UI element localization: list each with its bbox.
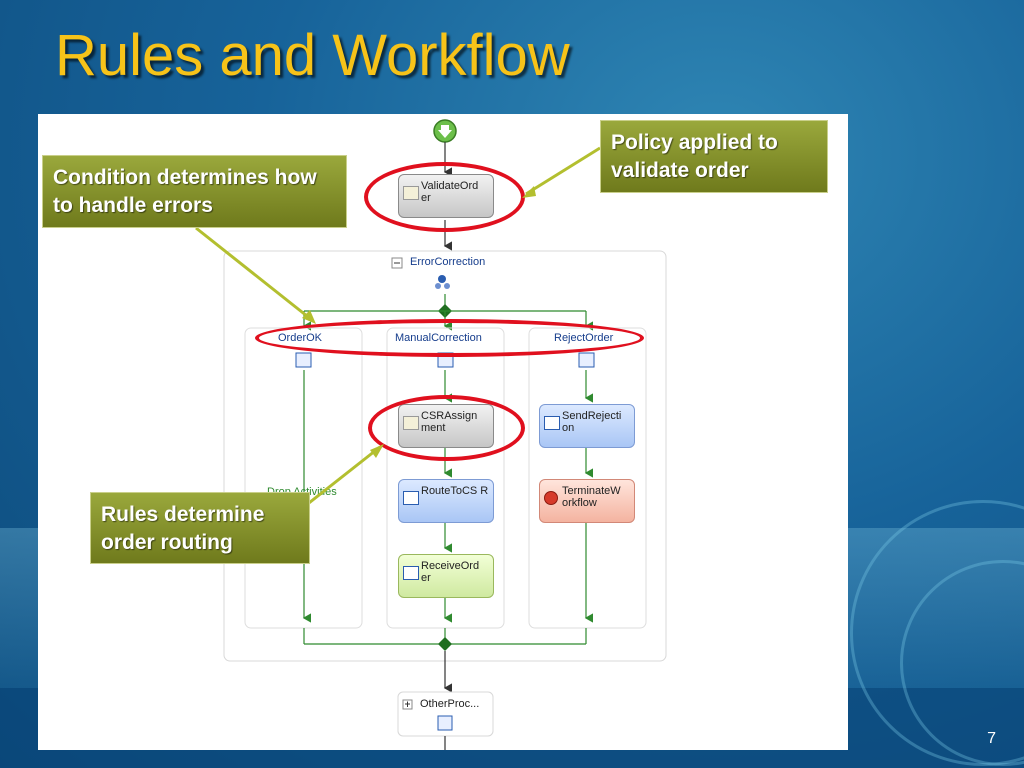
callout-rules: Rules determine order routing <box>90 492 310 564</box>
slide-title: Rules and Workflow <box>55 23 570 88</box>
highlight-oval-csrassignment <box>368 395 525 461</box>
workflow-connectors <box>223 119 667 750</box>
callout-condition: Condition determines how to handle error… <box>42 155 347 228</box>
workflow-designer-canvas: ErrorCorrection OrderOK ManualCorrection… <box>38 114 848 750</box>
conditional-icon <box>435 275 450 289</box>
activity-label: TerminateW orkflow <box>562 485 621 509</box>
page-number: 7 <box>987 730 996 747</box>
highlight-oval-branches <box>255 319 644 357</box>
sequence-icon <box>437 715 453 731</box>
activity-label: ReceiveOrd er <box>421 560 480 584</box>
branch-rejectorder <box>528 327 647 629</box>
activity-label: RouteToCS R <box>421 485 489 497</box>
receive-icon <box>403 566 419 580</box>
highlight-oval-validateorder <box>364 162 525 232</box>
send-icon <box>544 416 560 430</box>
callout-policy: Policy applied to validate order <box>600 120 828 193</box>
branch-icon <box>295 352 312 368</box>
branch-icon <box>578 352 595 368</box>
otherproc-label[interactable]: OtherProc... <box>420 698 480 710</box>
send-icon <box>403 491 419 505</box>
activity-sendrejection[interactable]: SendRejecti on <box>539 404 635 448</box>
activity-routetocsr[interactable]: RouteToCS R <box>398 479 494 523</box>
merge-diamond <box>438 637 452 651</box>
terminate-icon <box>544 491 558 505</box>
activity-label: SendRejecti on <box>562 410 622 434</box>
activity-terminateworkflow[interactable]: TerminateW orkflow <box>539 479 635 523</box>
activity-receiveorder[interactable]: ReceiveOrd er <box>398 554 494 598</box>
errorcorrection-label[interactable]: ErrorCorrection <box>410 256 486 268</box>
